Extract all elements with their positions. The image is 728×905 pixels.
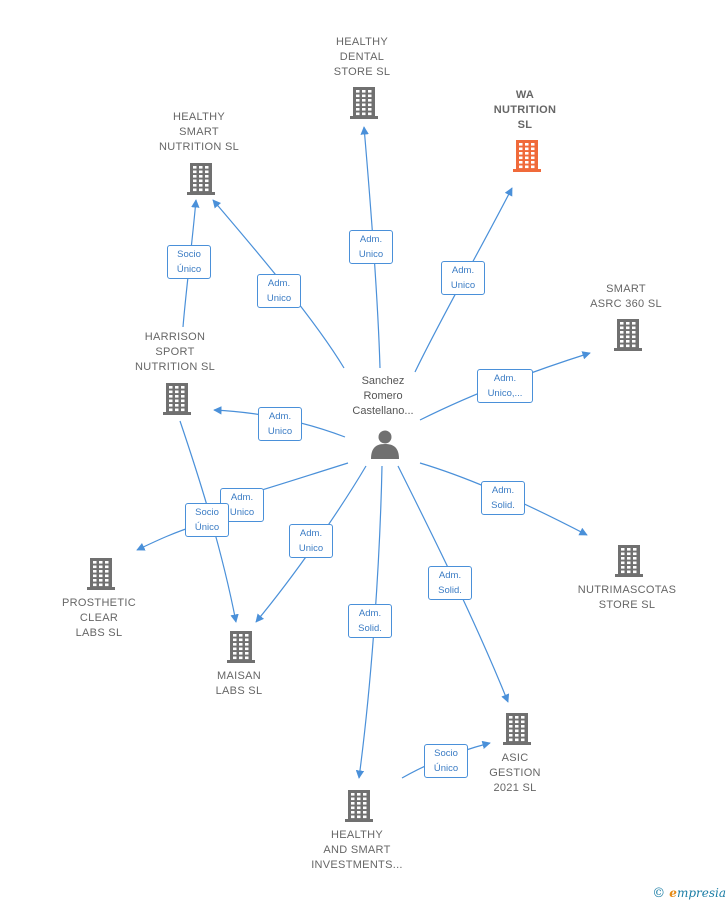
company-label-asic[interactable]: ASIC GESTION 2021 SL [489,752,541,794]
copyright-icon: © [652,886,666,901]
building-icon[interactable] [87,558,115,590]
company-label-nutrimascotas[interactable]: NUTRIMASCOTAS STORE SL [577,584,677,611]
relation-label-r5[interactable]: Adm. Unico,... [477,369,533,403]
person-name-label[interactable]: Sanchez Romero Castellano... [352,375,414,417]
building-icon[interactable] [345,790,373,822]
relation-label-r10[interactable]: Adm. Unico [289,524,333,558]
company-label-healthy-smart-inv[interactable]: HEALTHY AND SMART INVESTMENTS... [311,829,403,871]
relation-label-r11[interactable]: Adm. Solid. [428,566,472,600]
relation-label-r2[interactable]: Adm. Unico [441,261,485,295]
company-label-healthy-smart-nutrition[interactable]: HEALTHY SMART NUTRITION SL [159,111,239,153]
building-icon[interactable] [614,319,642,351]
relation-label-r1[interactable]: Adm. Unico [349,230,393,264]
relation-label-r12[interactable]: Adm. Solid. [348,604,392,638]
relation-label-r8[interactable]: Socio Único [185,503,229,537]
building-icon[interactable] [350,87,378,119]
relation-label-r4[interactable]: Socio Único [167,245,211,279]
relation-label-r13[interactable]: Socio Único [424,744,468,778]
person-icon[interactable] [371,430,399,460]
building-icon[interactable] [187,163,215,195]
building-icon[interactable] [513,140,541,172]
building-icon[interactable] [227,631,255,663]
relation-label-r9[interactable]: Adm. Solid. [481,481,525,515]
empresia-logo[interactable]: ©empresia [652,886,726,901]
company-label-wa-nutrition[interactable]: WA NUTRITION SL [493,89,557,131]
company-label-maisan[interactable]: MAISAN LABS SL [215,670,263,697]
relation-label-r3[interactable]: Adm. Unico [257,274,301,308]
company-label-healthy-dental[interactable]: HEALTHY DENTAL STORE SL [333,36,391,78]
building-icon[interactable] [503,713,531,745]
relation-label-r6[interactable]: Adm. Unico [258,407,302,441]
building-icon[interactable] [163,383,191,415]
company-label-smart-asrc[interactable]: SMART ASRC 360 SL [590,283,662,310]
building-icon[interactable] [615,545,643,577]
company-label-prosthetic[interactable]: PROSTHETIC CLEAR LABS SL [62,597,136,639]
company-label-harrison[interactable]: HARRISON SPORT NUTRITION SL [135,331,215,373]
